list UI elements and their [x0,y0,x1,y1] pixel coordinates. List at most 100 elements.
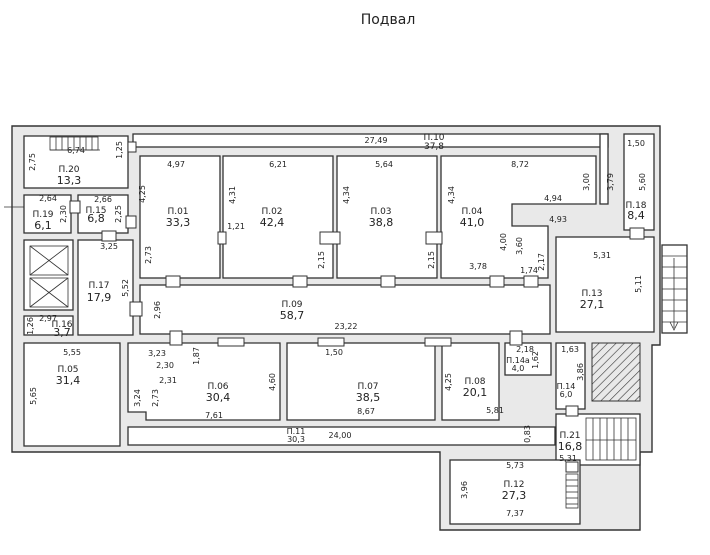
dim-label: 23,22 [335,322,358,331]
room-label-p03-num: П.03 [370,207,391,217]
stairs-p13 [661,244,688,334]
stairs-p20 [49,136,100,151]
room-p14a [504,342,552,376]
dim-label: 3,79 [606,173,615,191]
dim-label: 5,11 [634,275,643,293]
room-label-p19-num: П.19 [32,210,53,220]
dim-label: 1,62 [531,351,540,369]
dim-label: 3,60 [515,237,524,255]
room-p06 [127,342,281,421]
dim-label: 7,37 [506,509,524,518]
room-label-p05-area: 31,4 [56,374,81,387]
dim-label: 5,52 [121,279,130,297]
dim-label: 2,66 [94,195,112,204]
room-label-p01-num: П.01 [167,207,188,217]
room-label-p04-num: П.04 [461,207,482,217]
elevator-shaft [23,239,74,311]
room-label-p13-num: П.13 [581,289,602,299]
room-label-p11-num: П.11 [287,427,306,436]
room-label-p04-area: 41,0 [460,216,485,229]
dim-label: 5,73 [506,461,524,470]
dim-label: 2,18 [516,345,534,354]
room-label-p09-num: П.09 [281,300,302,310]
dim-label: 2,31 [159,376,177,385]
room-p03 [336,155,438,279]
dim-label: 4,25 [138,185,147,203]
doors [69,141,645,473]
room-p17 [77,239,134,336]
room-p18 [623,133,655,231]
room-labels: П.20 13,3 П.19 6,1 П.15 6,8 П.17 17,9 П.… [32,133,646,502]
room-label-p08-num: П.08 [464,377,485,387]
dim-label: 4,94 [544,194,562,203]
room-p12 [449,459,581,525]
room-label-p02-area: 42,4 [260,216,285,229]
dim-label: 3,78 [469,262,487,271]
dim-label: 5,31 [559,454,577,463]
dim-label: 4,31 [228,186,237,204]
room-p14 [555,342,586,410]
room-label-p07-num: П.07 [357,382,378,392]
dim-label: 3,25 [100,242,118,251]
dim-label: 2,17 [537,253,546,271]
room-p04 [440,155,597,279]
dim-label: 5,65 [29,387,38,405]
room-label-p19-area: 6,1 [34,219,52,232]
room-label-p08-area: 20,1 [463,386,488,399]
dim-label: 1,87 [192,347,201,365]
dim-label: 4,25 [444,373,453,391]
dim-label: 1,74 [520,266,538,275]
room-p15 [77,194,129,234]
room-label-p16-area: 3,7 [53,326,71,339]
room-label-p14a-num: П.14а [506,356,530,365]
room-label-p17-num: П.17 [88,281,109,291]
dim-label: 2,75 [28,153,37,171]
dim-label: 2,97 [39,314,57,323]
room-p20 [23,135,129,189]
dim-label: 6,21 [269,160,287,169]
dim-label: 3,23 [148,349,166,358]
dim-label: 8,72 [511,160,529,169]
room-label-p12-area: 27,3 [502,489,527,502]
stairs-p12 [565,473,579,509]
dim-label: 1,50 [325,348,343,357]
dim-label: 4,93 [549,215,567,224]
dim-label: 4,97 [167,160,185,169]
room-p08 [441,342,500,421]
room-label-p11-area: 30,3 [287,435,305,444]
dim-label: 4,60 [268,373,277,391]
room-label-p05-num: П.05 [57,365,78,375]
dim-label: 7,61 [205,411,223,420]
room-p09 [139,284,551,335]
room-label-p14-area: 6,0 [560,390,573,399]
dim-label: 4,00 [499,233,508,251]
dim-label: 5,60 [638,173,647,191]
dim-label: 2,25 [114,205,123,223]
room-label-p16-num: П.16 [51,320,72,330]
dim-label: 5,64 [375,160,393,169]
room-label-p15-num: П.15 [85,206,106,216]
room-label-p21-num: П.21 [559,431,580,441]
room-label-p21-area: 16,8 [558,440,583,453]
room-p10-drop [599,133,609,205]
dim-label: 2,30 [156,361,174,370]
room-label-p01-area: 33,3 [166,216,191,229]
dim-label: 1,63 [561,345,579,354]
room-label-p06-area: 30,4 [206,391,231,404]
room-p07 [286,342,436,421]
dim-label: 4,34 [447,186,456,204]
dim-label: 3,86 [576,363,585,381]
dim-label: 3,00 [582,173,591,191]
dim-label: 3,24 [133,389,142,407]
room-label-p12-num: П.12 [503,480,524,490]
dim-label: 2,30 [59,205,68,223]
dim-label: 2,15 [427,251,436,269]
room-p21 [555,413,641,466]
room-label-p03-area: 38,8 [369,216,394,229]
dim-label: 0,83 [523,425,532,443]
room-p05 [23,342,121,447]
room-label-p06-num: П.06 [207,382,228,392]
room-label-p14a-area: 4,0 [512,364,525,373]
room-label-p18-num: П.18 [625,201,646,211]
